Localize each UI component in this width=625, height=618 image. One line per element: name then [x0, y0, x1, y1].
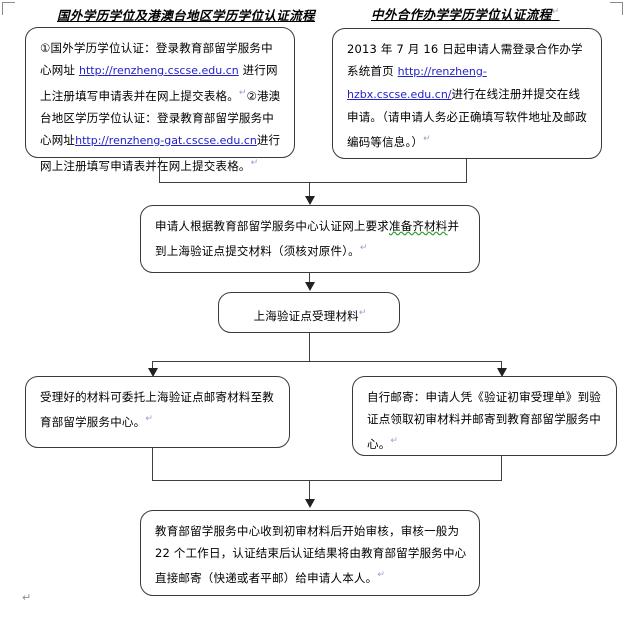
- arrow-into-review: [305, 499, 315, 508]
- cooperate-mark: ↵: [423, 134, 431, 144]
- connector-merge-to-prepare: [309, 182, 310, 198]
- box-prepare-materials: 申请人根据教育部留学服务中心认证网上要求准备齐材料并到上海验证点提交材料（须核对…: [140, 205, 480, 273]
- overseas-item2-text-a: 登录教育部留学服务中心网址: [40, 110, 274, 147]
- box-review-process: 教育部留学服务中心收到初审材料后开始审核，审核一般为 22 个工作日，认证结束后…: [140, 510, 480, 596]
- crop-mark-top-right: [610, 2, 623, 15]
- connector-prepare-to-accept: [309, 273, 310, 283]
- connector-split-left-down: [152, 361, 153, 371]
- title-cooperate-text: 中外合作办学学历学位认证流程: [371, 7, 552, 22]
- overseas-item1-mark: ↵: [238, 88, 247, 98]
- connector-accept-down: [309, 333, 310, 361]
- review-text: 教育部留学服务中心收到初审材料后开始审核，审核一般为 22 个工作日，认证结束后…: [155, 524, 467, 585]
- entrust-mark: ↵: [145, 414, 153, 424]
- title-overseas-text: 国外学历学位及港澳台地区学历学位认证流程: [57, 8, 316, 23]
- cooperate-text-a: 2013 年 7 月 16 日起申请人需登录合作办学系统首页: [347, 42, 583, 78]
- crop-mark-top-left: [2, 2, 15, 15]
- box-self-mailing: 自行邮寄：申请人凭《验证初审受理单》到验证点领取初审材料并邮寄到教育部留学服务中…: [352, 376, 617, 456]
- overseas-item2-label: ②港澳台地区学历学位认证：: [40, 88, 281, 125]
- box-overseas-certification: ①国外学历学位认证：登录教育部留学服务中心网址 http://renzheng.…: [25, 27, 295, 173]
- entrust-text: 受理好的材料可委托上海验证点邮寄材料至教育部留学服务中心。: [40, 390, 274, 429]
- selfmail-text: 自行邮寄：申请人凭《验证初审受理单》到验证点领取初审材料并邮寄到教育部留学服务中…: [367, 390, 601, 451]
- overseas-item1-label: ①国外学历学位认证：: [40, 41, 156, 55]
- overseas-item2-text-b: 进行网上注册填写申请表并在网上提交表格。: [40, 132, 281, 173]
- title-cooperate-mark: ↵: [551, 6, 560, 17]
- arrow-into-accept: [305, 282, 315, 291]
- arrow-into-selfmail: [497, 368, 507, 377]
- cooperate-text-b: 进行在线注册并提交在线申请。（请申请人务必正确填写软件地址及邮政编码等信息。）: [347, 87, 587, 149]
- overseas-item1-text-a: 登录教育部留学服务中心网址: [40, 41, 273, 77]
- box-cooperative-certification: 2013 年 7 月 16 日起申请人需登录合作办学系统首页 http://re…: [332, 28, 602, 159]
- link-renzheng-gat-cscse[interactable]: http://renzheng-gat.cscse.edu.cn: [75, 133, 257, 147]
- connector-overseas-down: [159, 158, 160, 182]
- connector-entrust-down: [152, 448, 153, 480]
- connector-merge-to-review: [309, 480, 310, 501]
- box-accept-materials: 上海验证点受理材料↵: [218, 292, 400, 333]
- title-cooperate-flow: 中外合作办学学历学位认证流程↵: [371, 4, 560, 23]
- box-entrust-mailing: 受理好的材料可委托上海验证点邮寄材料至教育部留学服务中心。↵: [25, 376, 290, 448]
- overseas-item2-mark: ↵: [250, 157, 259, 168]
- prepare-text-a: 申请人根据教育部留学服务中心认证网上要求: [155, 219, 389, 233]
- connector-cooperate-down: [466, 159, 467, 182]
- selfmail-mark: ↵: [390, 436, 398, 446]
- accept-text: 上海验证点受理材料: [253, 308, 359, 323]
- prepare-mark: ↵: [359, 243, 368, 253]
- connector-split-right-down: [501, 361, 502, 371]
- connector-bottom-merge-horizontal: [152, 480, 502, 481]
- connector-split-horizontal: [152, 361, 501, 362]
- connector-top-merge-horizontal: [159, 182, 467, 183]
- prepare-text-b: 并到上海验证点提交材料（须核对原件）。: [155, 219, 460, 258]
- review-mark: ↵: [377, 570, 385, 580]
- accept-mark: ↵: [358, 308, 367, 318]
- link-renzheng-hzbx-cscse[interactable]: http://renzheng-hzbx.cscse.edu.cn/: [347, 65, 487, 101]
- link-renzheng-cscse[interactable]: http://renzheng.cscse.edu.cn: [78, 64, 239, 77]
- overseas-item1-text-b: 进行网上注册填写申请表并在网上提交表格。: [40, 63, 278, 103]
- prepare-text-highlight: 准备齐材料: [389, 219, 448, 233]
- arrow-into-prepare: [305, 196, 315, 205]
- connector-selfmail-down: [501, 456, 502, 480]
- title-overseas-flow: 国外学历学位及港澳台地区学历学位认证流程: [57, 5, 315, 24]
- arrow-into-entrust: [148, 368, 158, 377]
- paragraph-mark: ↵: [22, 591, 32, 604]
